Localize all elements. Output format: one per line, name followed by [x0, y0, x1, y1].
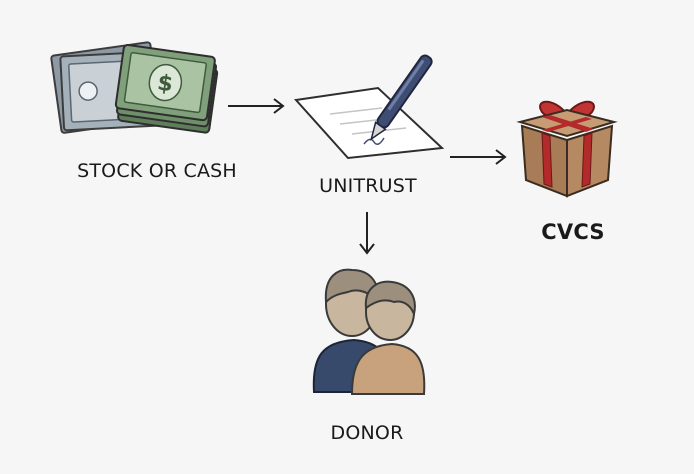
arrow-stock-to-unitrust — [228, 98, 285, 114]
cvcs-node — [512, 92, 622, 202]
stock-or-cash-label: STOCK OR CASH — [77, 160, 237, 182]
donor-node — [308, 262, 428, 397]
gift-box-icon — [516, 100, 618, 198]
money-stack-icon: $ — [50, 41, 219, 134]
arrow-unitrust-to-cvcs — [450, 149, 507, 165]
document-pen-icon — [294, 54, 445, 160]
unitrust-label: UNITRUST — [319, 175, 417, 197]
donor-label: DONOR — [330, 422, 404, 444]
svg-text:$: $ — [156, 71, 175, 98]
people-icon — [312, 268, 426, 395]
unitrust-node — [290, 48, 450, 168]
stock-or-cash-node: $ — [50, 28, 225, 143]
cvcs-label: CVCS — [541, 220, 605, 244]
arrow-unitrust-to-donor — [359, 212, 375, 255]
